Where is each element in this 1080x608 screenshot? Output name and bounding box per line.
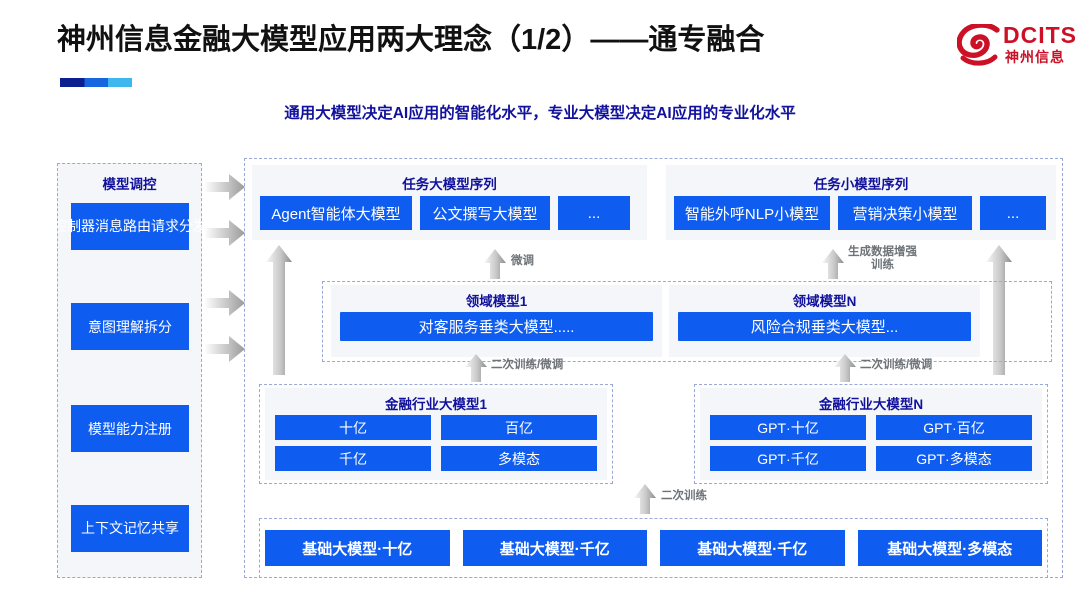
base-model-chip-shiyi[interactable]: 基础大模型·十亿 (265, 530, 450, 566)
flow-label-retrain: 二次训练 (661, 490, 707, 502)
flow-arrow-right-1 (205, 174, 245, 200)
page-subtitle: 通用大模型决定AI应用的智能化水平，专业大模型决定AI应用的专业化水平 (284, 105, 796, 122)
control-item-router-label: 控制器消息路由请求分发 (53, 218, 207, 234)
flow-label-finetune: 微调 (511, 255, 534, 267)
base-model-chip-qianyi-1[interactable]: 基础大模型·千亿 (462, 530, 647, 566)
flow-arrow-up-data-aug (822, 249, 844, 279)
task-chip-more[interactable]: ... (558, 196, 630, 230)
task-small-model-chip-list: 智能外呼NLP小模型 营销决策小模型 ... (674, 196, 1046, 230)
domain-model-n-title: 领域模型N (792, 294, 857, 309)
industry-n-chip-gpt-multimodal[interactable]: GPT·多模态 (876, 446, 1032, 471)
base-model-chip-qianyi-2[interactable]: 基础大模型·千亿 (660, 530, 845, 566)
model-control-dashed-border (57, 163, 202, 578)
flow-arrow-up-retrain-center (634, 484, 656, 514)
logo-text-en: DCITS (1003, 22, 1077, 48)
flow-arrow-up-tall-right (986, 245, 1012, 375)
logo-text-cn: 神州信息 (1005, 49, 1065, 65)
task-small-model-title: 任务小模型序列 (813, 177, 909, 192)
industry-1-chip-multimodal[interactable]: 多模态 (441, 446, 597, 471)
base-model-chip-multimodal[interactable]: 基础大模型·多模态 (857, 530, 1042, 566)
domain-model-1-title: 领域模型1 (465, 294, 528, 309)
task-chip-more-small[interactable]: ... (980, 196, 1046, 230)
task-small-model-group: 任务小模型序列 智能外呼NLP小模型 营销决策小模型 ... (666, 165, 1056, 240)
industry-n-chip-gpt-baiyi[interactable]: GPT·百亿 (876, 415, 1032, 440)
model-control-title: 模型调控 (102, 177, 157, 192)
industry-1-chip-baiyi[interactable]: 百亿 (441, 415, 597, 440)
flow-arrow-right-4 (205, 336, 245, 362)
industry-model-1-title: 金融行业大模型1 (384, 397, 487, 412)
domain-model-1-group: 领域模型1 对客服务垂类大模型..... (331, 285, 662, 357)
industry-n-chip-gpt-shiyi[interactable]: GPT·十亿 (710, 415, 866, 440)
domain-model-dashed-border (322, 281, 1052, 362)
industry-model-1-group: 金融行业大模型1 十亿 百亿 千亿 多模态 (265, 388, 607, 480)
task-chip-marketing[interactable]: 营销决策小模型 (838, 196, 972, 230)
industry-1-chip-shiyi[interactable]: 十亿 (275, 415, 431, 440)
flow-arrow-up-retrain-right (834, 354, 856, 382)
flow-arrow-right-2 (205, 220, 245, 246)
page-header: 神州信息金融大模型应用两大理念（1/2）——通专融合 通用大模型决定AI应用的智… (0, 0, 1080, 140)
industry-1-chip-qianyi[interactable]: 千亿 (275, 446, 431, 471)
dcits-swirl-icon (957, 24, 1000, 66)
industry-model-1-chip-grid: 十亿 百亿 千亿 多模态 (275, 415, 597, 471)
flow-label-retrain-finetune-right: 二次训练/微调 (860, 359, 933, 371)
flow-arrow-up-finetune (484, 249, 506, 279)
flow-arrow-up-tall-left (266, 245, 292, 375)
flow-label-retrain-finetune-left: 二次训练/微调 (491, 359, 564, 371)
control-item-router[interactable]: 控制器消息路由请求分发 (53, 203, 207, 250)
page-title: 神州信息金融大模型应用两大理念（1/2）——通专融合 (57, 24, 765, 56)
flow-arrow-right-3 (205, 290, 245, 316)
domain-model-1-chip[interactable]: 对客服务垂类大模型..... (340, 312, 653, 341)
flow-label-data-aug: 生成数据增强 训练 (848, 246, 917, 271)
industry-model-n-dashed-border (694, 384, 1048, 484)
task-big-model-chip-list: Agent智能体大模型 公文撰写大模型 ... (260, 196, 630, 230)
control-item-intent[interactable]: 意图理解拆分 (71, 303, 189, 350)
task-chip-agent[interactable]: Agent智能体大模型 (260, 196, 412, 230)
title-underline-rule (60, 78, 132, 87)
base-model-dashed-border (259, 518, 1048, 578)
task-chip-document[interactable]: 公文撰写大模型 (420, 196, 550, 230)
domain-model-n-group: 领域模型N 风险合规垂类大模型... (669, 285, 980, 357)
control-item-context[interactable]: 上下文记忆共享 (71, 505, 189, 552)
control-item-context-label: 上下文记忆共享 (81, 520, 179, 536)
base-model-row: 基础大模型·十亿 基础大模型·千亿 基础大模型·千亿 基础大模型·多模态 (265, 523, 1042, 573)
flow-arrow-up-retrain-left (465, 354, 487, 382)
domain-model-n-chip[interactable]: 风险合规垂类大模型... (678, 312, 971, 341)
industry-model-n-title: 金融行业大模型N (818, 397, 924, 412)
industry-model-1-dashed-border (259, 384, 613, 484)
control-item-registry-label: 模型能力注册 (88, 420, 172, 437)
model-control-column: 模型调控 控制器消息路由请求分发 意图理解拆分 模型能力注册 上下文记忆共享 (53, 163, 207, 578)
task-big-model-title: 任务大模型序列 (402, 177, 497, 192)
industry-model-n-chip-grid: GPT·十亿 GPT·百亿 GPT·千亿 GPT·多模态 (710, 415, 1032, 471)
dcits-logo: DCITS 神州信息 (957, 20, 1077, 75)
task-big-model-group: 任务大模型序列 Agent智能体大模型 公文撰写大模型 ... (252, 165, 647, 240)
control-item-intent-label: 意图理解拆分 (88, 318, 172, 335)
industry-model-n-group: 金融行业大模型N GPT·十亿 GPT·百亿 GPT·千亿 GPT·多模态 (700, 388, 1042, 480)
control-item-registry[interactable]: 模型能力注册 (71, 405, 189, 452)
task-chip-nlp-outbound[interactable]: 智能外呼NLP小模型 (674, 196, 830, 230)
industry-n-chip-gpt-qianyi[interactable]: GPT·千亿 (710, 446, 866, 471)
